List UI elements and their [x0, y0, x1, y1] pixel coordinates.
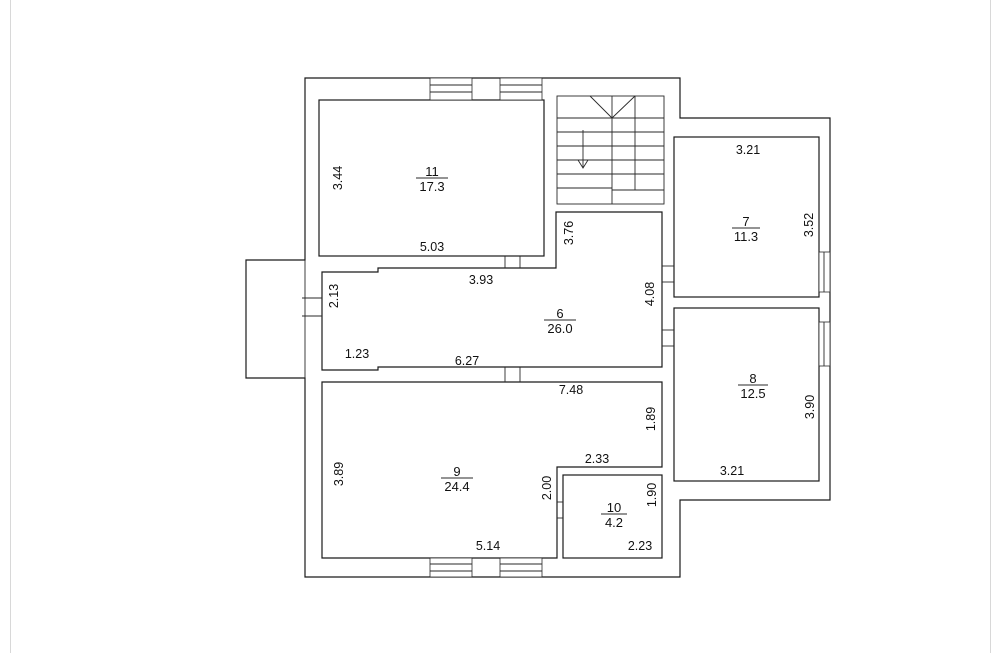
room-6-number: 6	[556, 306, 563, 321]
dim-r10-left: 2.00	[540, 476, 554, 500]
dim-r9-step: 2.33	[585, 452, 609, 466]
windows	[429, 77, 831, 578]
dim-r8-width: 3.21	[720, 464, 744, 478]
room-10-area: 4.2	[605, 515, 623, 530]
room-9-outline	[321, 381, 663, 559]
room-9-area: 24.4	[444, 479, 469, 494]
room-7-area: 11.3	[734, 229, 758, 244]
outer-wall	[245, 77, 831, 578]
door-marks	[302, 256, 674, 519]
room-8-number: 8	[749, 371, 756, 386]
dim-r9-bottom: 5.14	[476, 539, 500, 553]
dim-r6-height: 4.08	[643, 282, 657, 306]
room-11-label: 11 17.3	[416, 164, 448, 194]
dim-r11-height: 3.44	[331, 166, 345, 190]
right-edge-line	[990, 0, 991, 653]
room-10-outline	[562, 474, 663, 559]
dim-r7-width: 3.21	[736, 143, 760, 157]
room-6-outline	[321, 211, 663, 371]
room-8-outline	[673, 307, 820, 482]
room-9-number: 9	[453, 464, 460, 479]
dim-stair-depth: 3.76	[562, 221, 576, 245]
room-8-label: 8 12.5	[738, 371, 768, 401]
dim-r9-left: 3.89	[332, 462, 346, 486]
dim-r9-right-upper: 1.89	[644, 407, 658, 431]
dim-r7-height: 3.52	[802, 213, 816, 237]
room-10-label: 10 4.2	[601, 500, 627, 530]
room-8-area: 12.5	[740, 386, 765, 401]
room-6-area: 26.0	[547, 321, 572, 336]
dim-r6-bottom: 6.27	[455, 354, 479, 368]
staircase	[556, 95, 665, 205]
dim-r6-bottom-left: 1.23	[345, 347, 369, 361]
dim-r9-top: 7.48	[559, 383, 583, 397]
dim-r6-top: 3.93	[469, 273, 493, 287]
dim-r10-bottom: 2.23	[628, 539, 652, 553]
dim-r11-width: 5.03	[420, 240, 444, 254]
left-edge-line	[10, 0, 11, 653]
room-7-outline	[673, 136, 820, 298]
room-10-number: 10	[607, 500, 621, 515]
room-6-label: 6 26.0	[544, 306, 576, 336]
dim-r6-left: 2.13	[327, 284, 341, 308]
room-7-label: 7 11.3	[732, 214, 760, 244]
room-7-number: 7	[742, 214, 749, 229]
room-9-label: 9 24.4	[441, 464, 473, 494]
room-11-area: 17.3	[419, 179, 444, 194]
dimension-labels: 3.44 5.03 3.76 3.21 3.52 3.93 2.13 1.23 …	[327, 143, 817, 553]
room-11-number: 11	[425, 164, 439, 179]
dim-r8-height: 3.90	[803, 395, 817, 419]
dim-r10-right: 1.90	[645, 483, 659, 507]
